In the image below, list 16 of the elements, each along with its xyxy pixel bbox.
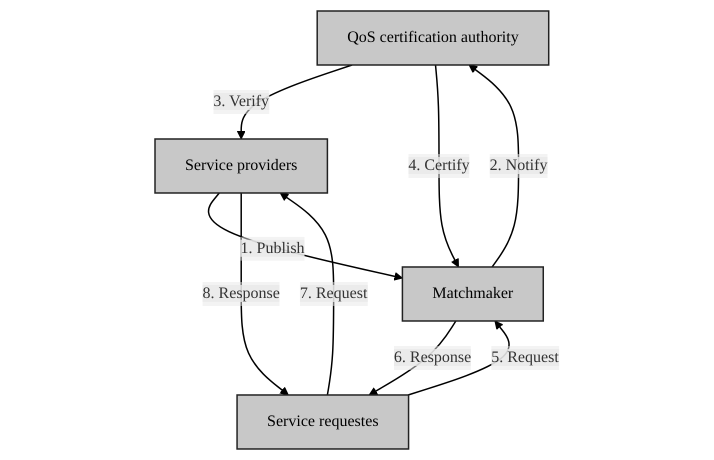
node-box: Service providers	[154, 138, 328, 194]
edge-label: 2. Notify	[490, 156, 548, 174]
edge-label: 3. Verify	[213, 92, 270, 110]
node-box: Service requestes	[236, 394, 410, 450]
edge-label: 1. Publish	[240, 240, 305, 257]
node-box: Matchmaker	[402, 266, 544, 322]
node-box: QoS certification authority	[316, 10, 550, 66]
arrow	[468, 64, 520, 268]
arrow	[434, 64, 460, 268]
edge-label: 7. Request	[300, 284, 368, 302]
edge-label: 4. Certify	[408, 156, 470, 174]
edge-label: 8. Response	[202, 284, 280, 302]
edge-label: 6. Response	[394, 348, 472, 366]
edge-label: 5. Request	[491, 348, 559, 366]
arrow	[280, 192, 334, 396]
arrow	[208, 192, 403, 281]
